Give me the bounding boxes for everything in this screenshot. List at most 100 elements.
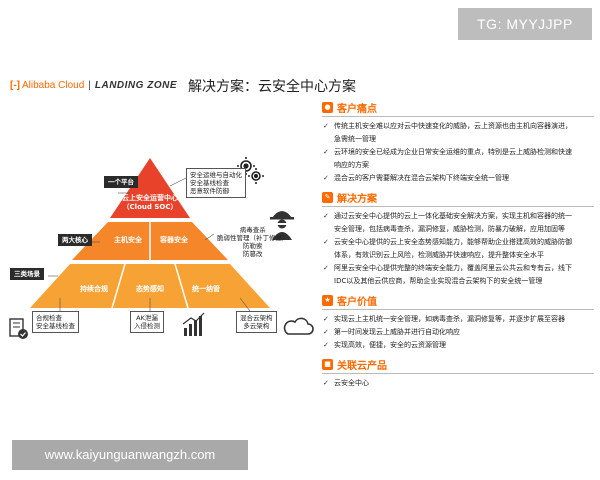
pyramid-top-label: 云上安全运营中心 （Cloud SOC） [118, 194, 182, 212]
pyramid-top-tier [110, 158, 190, 218]
section-pain-points: ● 客户痛点 ✓ 传统主机安全难以应对云中快速变化的威胁，云上资源也由主机向容器演… [322, 100, 594, 185]
document-check-icon [9, 318, 28, 339]
list-item: ✓ 云安全中心提供的云上安全态势感知能力，能够帮助企业搭建高效的威胁防御体系，有效… [322, 236, 594, 262]
pyramid-mid-right-label: 容器安全 [160, 236, 188, 244]
section-header: ■ 关联云产品 [322, 357, 594, 372]
list-item: ✓ 阿里云安全中心提供完整的终端安全能力，覆盖阿里云公共云和专有云，线下 IDC以及… [322, 262, 594, 288]
section-solution: ✎ 解决方案 ✓通过云安全中心提供的云上一体化基础安全解决方案，实现主机和容器的… [322, 190, 594, 288]
alibaba-cloud-logo-icon: [-] [10, 80, 20, 91]
site-watermark: www.kaiyunguanwangzh.com [12, 440, 248, 470]
customer-icon: ● [322, 101, 333, 113]
bullet-line: 通过云安全中心提供的云上一体化基础安全解决方案，实现主机和容器的统一 [334, 212, 572, 220]
connector-line [204, 233, 215, 241]
check-icon: ✓ [323, 122, 329, 130]
bullet-list: ✓ 传统主机安全难以应对云中快速变化的威胁，云上资源也由主机向容器演进， 急需统一管… [322, 120, 594, 185]
list-item: ✓ 混合云的客户需要解决在混合云架构下终端安全统一管理 [322, 172, 594, 185]
list-item: ✓通过云安全中心提供的云上一体化基础安全解决方案，实现主机和容器的统一安全管理，… [322, 210, 594, 236]
bullet-line: 急需统一管理 [334, 135, 376, 143]
section-header: ★ 客户价值 [322, 293, 594, 308]
bullet-list: ✓云安全中心 [322, 377, 594, 390]
check-icon: ✓ [323, 328, 329, 336]
check-icon: ✓ [323, 379, 329, 387]
check-icon: ✓ [323, 315, 329, 323]
callout-line: 防篡改 [243, 250, 263, 258]
hacker-icon [270, 211, 294, 240]
connector-line [169, 177, 187, 187]
pyramid-graphic [9, 157, 314, 339]
check-icon: ✓ [323, 174, 329, 182]
section-divider [322, 309, 594, 310]
section-divider [322, 373, 594, 374]
pyramid-top-line2: （Cloud SOC） [122, 203, 178, 211]
callout-line: 安全基线检查 [36, 322, 75, 330]
top-callout-box: 安全运维与自动化 安全基线检查 恶意软件防御 [186, 168, 246, 198]
value-icon: ★ [322, 294, 333, 306]
solution-icon: ✎ [322, 191, 333, 203]
bullet-line: 云环境的安全已经成为企业日常安全运维的重点，特别是云上威胁检测和快速 [334, 148, 572, 156]
callout-line: 安全运维与自动化 [190, 171, 242, 179]
tg-watermark: TG: MYYJJPP [458, 8, 592, 40]
list-item: ✓ 云环境的安全已经成为企业日常安全运维的重点，特别是云上威胁检测和快速响应的方案 [322, 146, 594, 172]
bullet-line: IDC以及其他云供应商，帮助企业实现混合云架构下的安全统一管理 [334, 277, 543, 285]
bullet-line: 响应的方案 [334, 161, 369, 169]
check-icon: ✓ [323, 238, 329, 246]
brand-subtitle: LANDING ZONE [94, 80, 177, 91]
callout-line: 安全基线检查 [190, 179, 229, 187]
callout-line: 合规检查 [36, 314, 62, 322]
pyramid-mid-left-label: 主机安全 [114, 236, 142, 244]
section-divider [322, 116, 594, 117]
bar-chart-icon [182, 312, 205, 336]
pyramid-top-line1: 云上安全运营中心 [122, 194, 178, 202]
bottom-left-callout-box: 合规检查 安全基线检查 [32, 311, 79, 333]
section-title: 解决方案 [337, 193, 377, 205]
list-item: ✓实现云上主机统一安全管理，如病毒查杀，漏洞修复等，并逐步扩展至容器 [322, 313, 594, 326]
callout-line: 入侵检测 [134, 322, 160, 330]
section-title: 关联云产品 [337, 360, 387, 372]
bullet-line: 云安全中心提供的云上安全态势感知能力，能够帮助企业搭建高效的威胁防御 [334, 238, 572, 246]
mid-callout-box: 病毒查杀 脆弱性管理（补丁修复） 防勒索 防篡改 [214, 224, 292, 260]
pyramid-base-divider-left [111, 263, 126, 309]
pyramid-base-tier [30, 264, 270, 308]
bullet-line: 第一时间发现云上威胁并进行自动化响应 [334, 328, 460, 336]
solution-panel: ● 客户痛点 ✓ 传统主机安全难以应对云中快速变化的威胁，云上资源也由主机向容器演… [322, 100, 594, 395]
section-related-products: ■ 关联云产品 ✓云安全中心 [322, 357, 594, 390]
list-item: ✓ 实现高效，便捷，安全的云资源管理 [322, 339, 594, 352]
callout-line: AK泄漏 [136, 314, 158, 322]
check-icon: ✓ [323, 148, 329, 156]
brand-separator: | [88, 80, 91, 91]
section-header: ● 客户痛点 [322, 100, 594, 115]
connector-line [239, 297, 251, 312]
callout-line: 混合云架构 [240, 314, 273, 322]
bullet-line: 阿里云安全中心提供完整的终端安全能力，覆盖阿里云公共云和专有云，线下 [334, 264, 572, 272]
pyramid-base-divider-right [174, 263, 189, 309]
section-divider [322, 206, 594, 207]
gears-icon [237, 157, 264, 184]
brand-logo: [-] Alibaba Cloud | LANDING ZONE [10, 80, 177, 91]
page-title: 解决方案：云安全中心方案 [188, 79, 356, 95]
brand-name: Alibaba Cloud [22, 80, 85, 91]
pyramid-base-right-label: 统一纳管 [192, 285, 220, 293]
core-tag: 两大核心 [58, 234, 92, 246]
section-header: ✎ 解决方案 [322, 190, 594, 205]
scenarios-tag: 三类场景 [10, 268, 44, 280]
bullet-list: ✓通过云安全中心提供的云上一体化基础安全解决方案，实现主机和容器的统一安全管理，… [322, 210, 594, 288]
pyramid-diagram: 云上安全运营中心 （Cloud SOC） 主机安全 容器安全 持续合规 态势感知… [0, 148, 318, 348]
callout-line: 防勒索 [243, 242, 263, 250]
list-item: ✓云安全中心 [322, 377, 594, 390]
product-icon: ■ [322, 358, 333, 370]
bullet-line: 传统主机安全难以应对云中快速变化的威胁，云上资源也由主机向容器演进， [334, 122, 572, 130]
bullet-line: 体系，有效识别云上风险，检测威胁并快速响应，提升整体安全水平 [334, 251, 544, 259]
callout-line: 恶意软件防御 [190, 187, 229, 195]
list-item: ✓ 传统主机安全难以应对云中快速变化的威胁，云上资源也由主机向容器演进， 急需统一管… [322, 120, 594, 146]
bullet-list: ✓实现云上主机统一安全管理，如病毒查杀，漏洞修复等，并逐步扩展至容器 ✓ 第一时间… [322, 313, 594, 352]
callout-line: 脆弱性管理（补丁修复） [217, 234, 289, 242]
check-icon: ✓ [323, 264, 329, 272]
check-icon: ✓ [323, 341, 329, 349]
bullet-line: 实现高效，便捷，安全的云资源管理 [334, 341, 446, 349]
cloud-icon [283, 317, 314, 335]
section-customer-value: ★ 客户价值 ✓实现云上主机统一安全管理，如病毒查杀，漏洞修复等，并逐步扩展至容… [322, 293, 594, 352]
callout-line: 病毒查杀 [239, 226, 266, 234]
bottom-center-callout-box: AK泄漏 入侵检测 [130, 311, 164, 333]
bottom-right-callout-box: 混合云架构 多云架构 [236, 311, 277, 333]
bullet-line: 混合云的客户需要解决在混合云架构下终端安全统一管理 [334, 174, 509, 182]
